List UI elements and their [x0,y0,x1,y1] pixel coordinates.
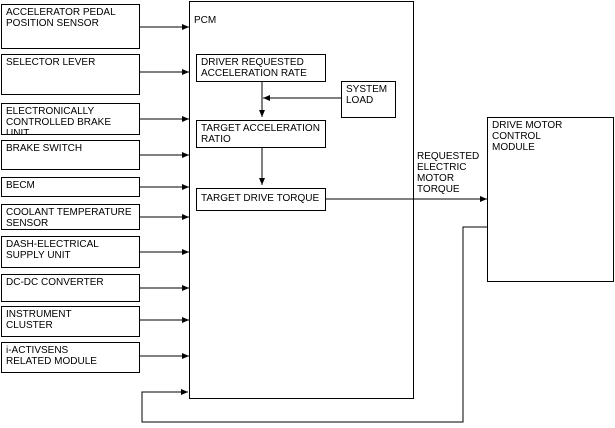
driver-requested-block: DRIVER REQUESTED ACCELERATION RATE [196,54,326,82]
input-brake-switch: BRAKE SWITCH [1,140,140,170]
input-coolant-sensor: COOLANT TEMPERATURE SENSOR [1,204,140,230]
system-load-block: SYSTEM LOAD [341,81,396,118]
input-selector-lever: SELECTOR LEVER [1,54,140,95]
pcm-block: PCM [189,1,414,399]
feedback-line [141,226,487,423]
input-dash-electrical: DASH-ELECTRICAL SUPPLY UNIT [1,236,140,268]
drive-motor-control-module: DRIVE MOTOR CONTROL MODULE [487,117,614,282]
input-brake-unit: ELECTRONICALLY CONTROLLED BRAKE UNIT [1,103,140,135]
target-accel-ratio-block: TARGET ACCELERATION RATIO [196,120,326,148]
input-becm: BECM [1,177,140,197]
input-instrument-cluster: INSTRUMENT CLUSTER [1,306,140,337]
pcm-title: PCM [194,15,217,26]
input-iactivsens: i-ACTIVSENS RELATED MODULE [1,342,140,373]
input-accelerator-pedal: ACCELERATOR PEDAL POSITION SENSOR [1,4,140,49]
input-dcdc-converter: DC-DC CONVERTER [1,274,140,302]
target-drive-torque-block: TARGET DRIVE TORQUE [196,188,326,211]
requested-torque-label: REQUESTED ELECTRIC MOTOR TORQUE [417,151,480,195]
